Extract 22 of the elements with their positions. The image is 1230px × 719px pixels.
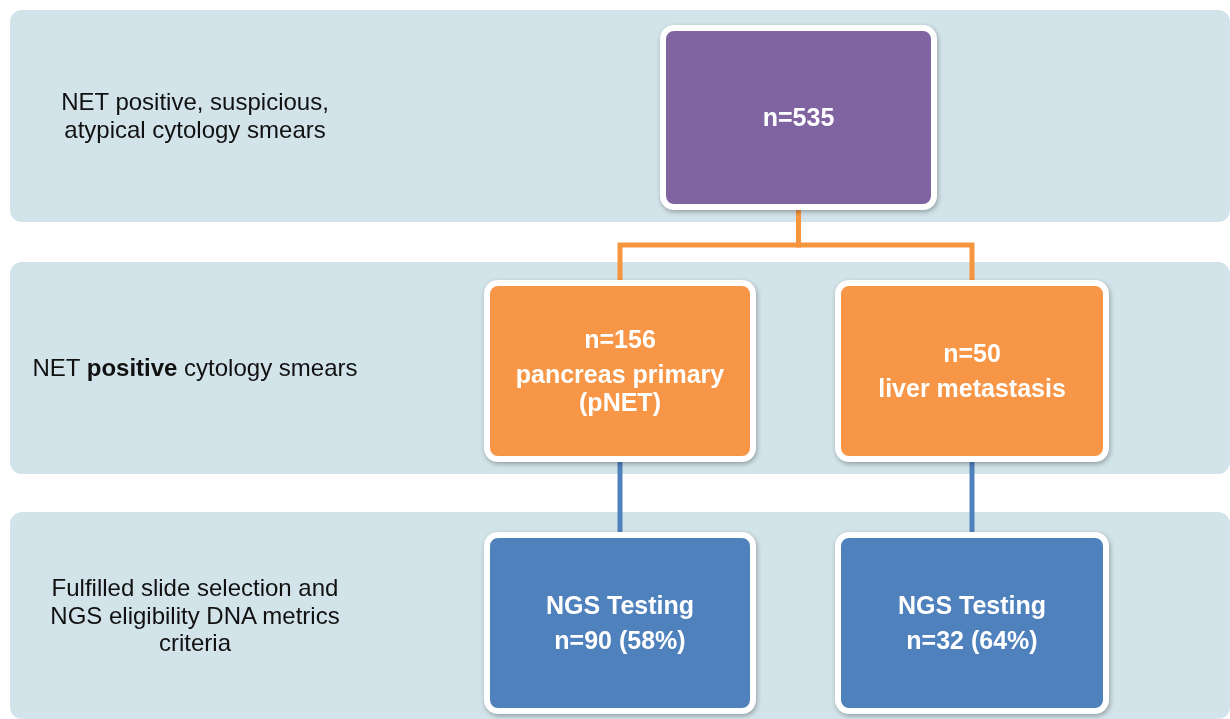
stage-label: NET positive cytology smears	[32, 354, 358, 382]
stage-label: NET positive, suspicious, atypical cytology smears	[60, 88, 330, 144]
box-text: n=535	[762, 103, 835, 132]
box-text: n=32 (64%)	[906, 626, 1038, 655]
count-box	[660, 25, 937, 210]
box-text: n=50	[943, 339, 1001, 368]
box-text: NGS Testing	[545, 591, 695, 620]
count-box	[484, 532, 756, 714]
stage-label: Fulfilled slide selection and NGS eligibility DNA metrics criteria	[49, 574, 341, 657]
box-text: pancreas primary (pNET)	[514, 359, 726, 418]
box-text: n=90 (58%)	[554, 626, 686, 655]
count-box	[835, 280, 1109, 462]
stage-band	[10, 262, 1230, 474]
box-text: liver metastasis	[878, 374, 1066, 403]
count-box	[484, 280, 756, 462]
stage-band	[10, 10, 1230, 222]
box-text: NGS Testing	[897, 591, 1047, 620]
count-box	[835, 532, 1109, 714]
box-text: n=156	[584, 324, 656, 354]
connector-line	[617, 462, 623, 532]
connector-line	[969, 462, 975, 532]
stage-band	[10, 512, 1230, 719]
